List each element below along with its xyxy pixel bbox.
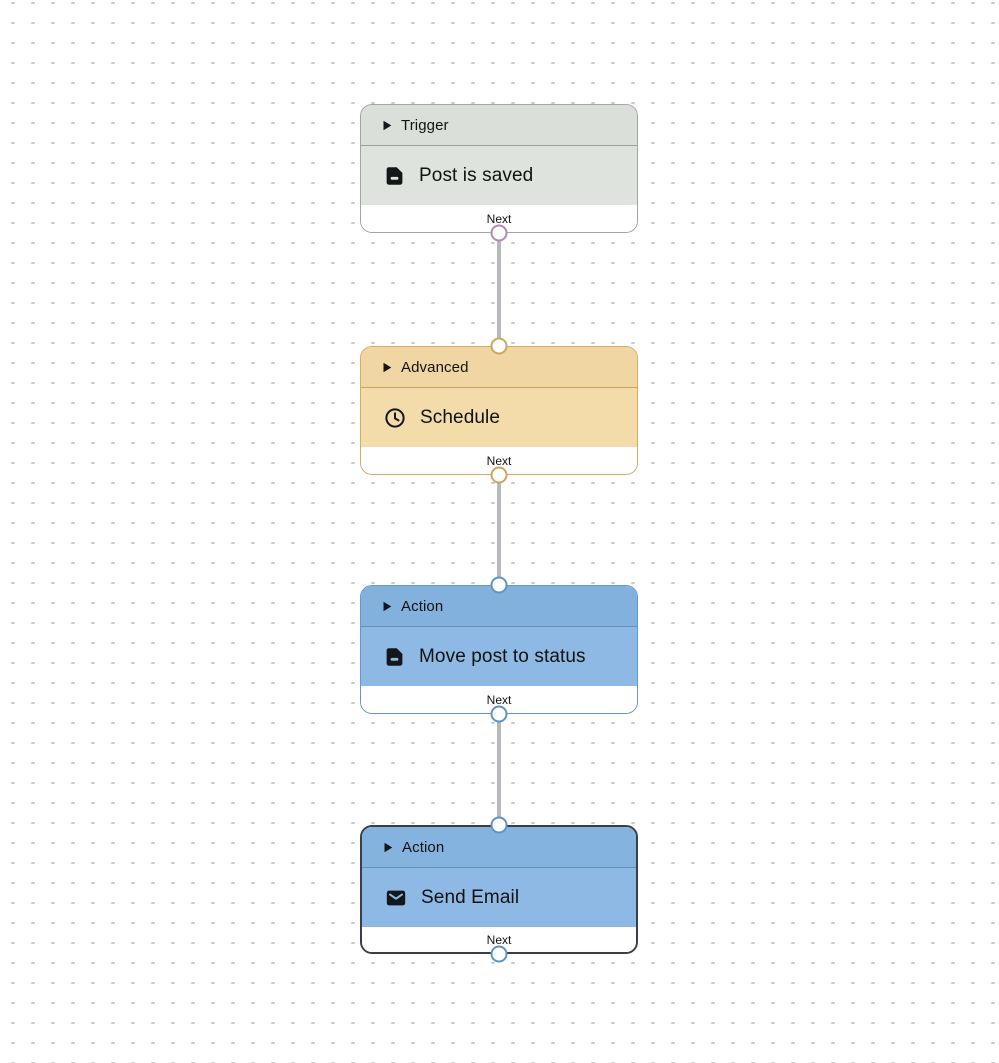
- node-category-label: Trigger: [401, 116, 449, 134]
- node-title: Send Email: [421, 886, 520, 908]
- next-label: Next: [486, 453, 512, 468]
- node-category-label: Action: [401, 597, 444, 615]
- workflow-node-action-move-post[interactable]: Action Move post to status Next: [360, 576, 638, 723]
- input-port[interactable]: [490, 337, 508, 355]
- workflow-node-trigger[interactable]: Trigger Post is saved Next: [360, 104, 638, 242]
- node-category-label: Advanced: [401, 358, 469, 376]
- workflow-node-advanced[interactable]: Advanced Schedule Next: [360, 337, 638, 484]
- collapse-arrow-icon: [384, 842, 393, 853]
- collapse-arrow-icon: [383, 120, 392, 131]
- clock-icon: [384, 407, 406, 429]
- document-icon: [384, 165, 405, 186]
- workflow-node-action-send-email[interactable]: Action Send Email Next: [360, 816, 638, 963]
- next-label: Next: [486, 211, 512, 226]
- document-icon: [384, 646, 405, 667]
- node-body: Send Email: [362, 867, 636, 927]
- node-title: Move post to status: [419, 645, 586, 667]
- next-label: Next: [486, 692, 512, 707]
- edge-connector[interactable]: [497, 475, 501, 585]
- node-title: Post is saved: [419, 164, 534, 186]
- output-port[interactable]: [490, 945, 508, 963]
- output-port[interactable]: [490, 705, 508, 723]
- input-port[interactable]: [490, 576, 508, 594]
- next-label: Next: [486, 932, 512, 947]
- output-port[interactable]: [490, 466, 508, 484]
- node-box: Advanced Schedule Next: [360, 346, 638, 475]
- node-header[interactable]: Action: [362, 827, 636, 867]
- node-body: Move post to status: [361, 626, 637, 686]
- node-title: Schedule: [420, 406, 501, 428]
- output-port[interactable]: [490, 224, 508, 242]
- edge-connector[interactable]: [497, 233, 501, 346]
- node-box: Trigger Post is saved Next: [360, 104, 638, 233]
- collapse-arrow-icon: [383, 601, 392, 612]
- node-box: Action Send Email Next: [360, 825, 638, 954]
- edge-connector[interactable]: [497, 714, 501, 825]
- node-body: Schedule: [361, 387, 637, 447]
- input-port[interactable]: [490, 816, 508, 834]
- envelope-icon: [385, 887, 407, 909]
- node-box: Action Move post to status Next: [360, 585, 638, 714]
- node-category-label: Action: [402, 838, 445, 856]
- node-header[interactable]: Trigger: [361, 105, 637, 145]
- node-body: Post is saved: [361, 145, 637, 205]
- collapse-arrow-icon: [383, 362, 392, 373]
